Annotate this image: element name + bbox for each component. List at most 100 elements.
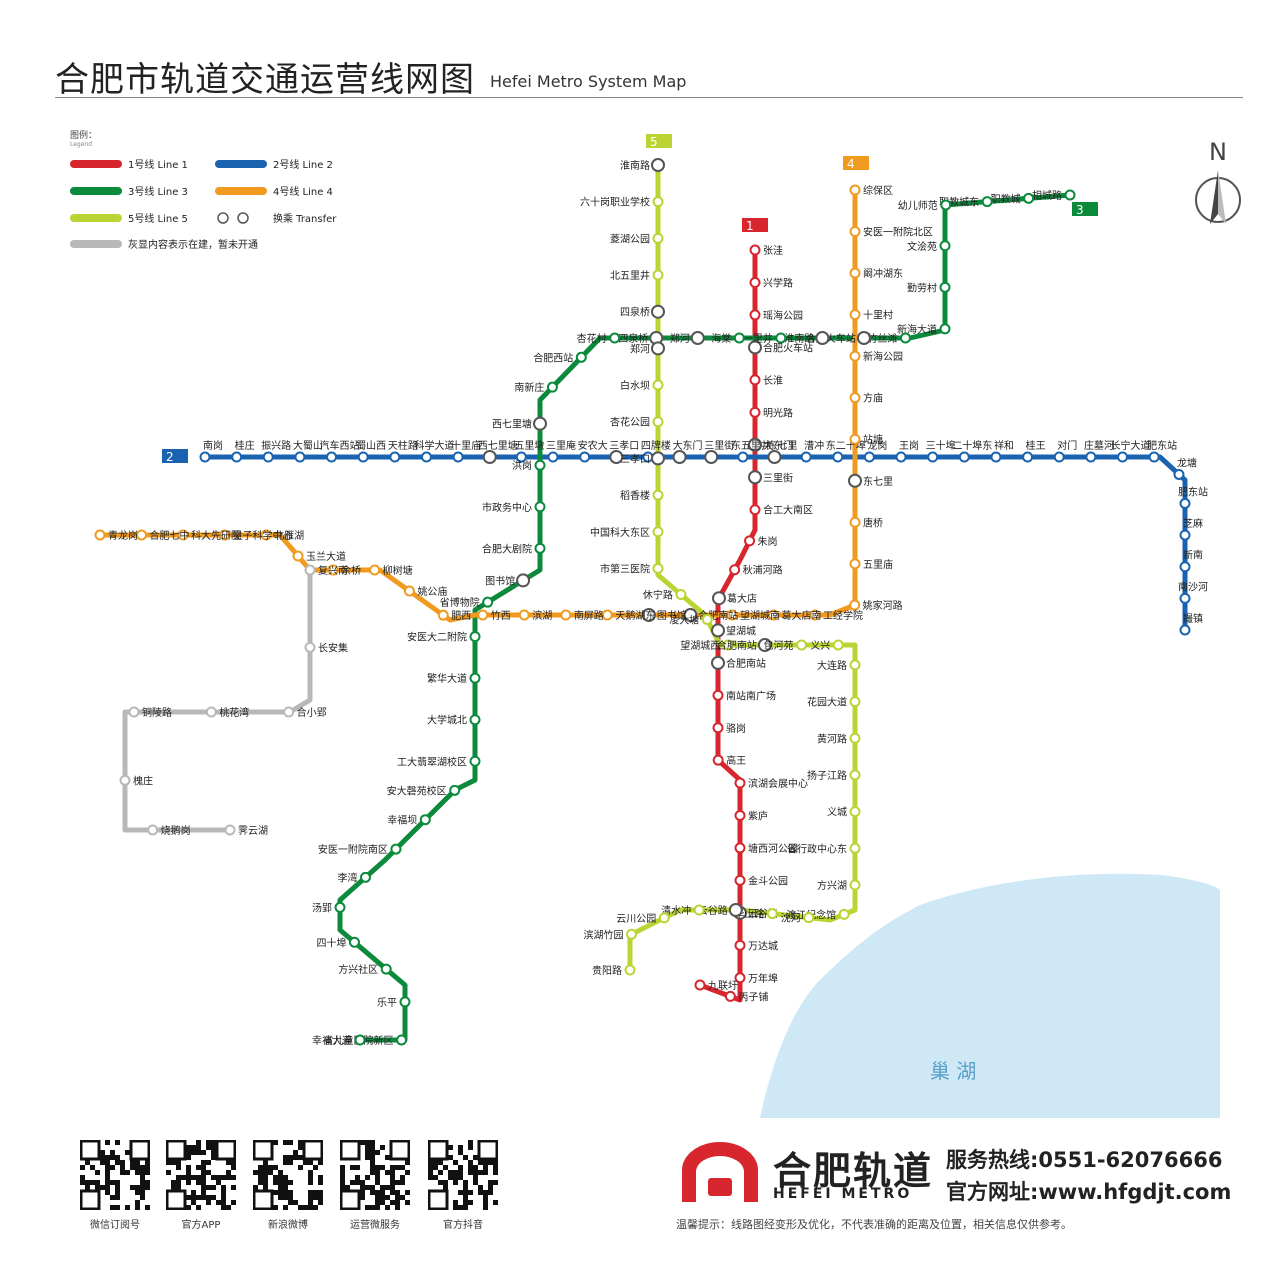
transfer-station-marker[interactable] [748,470,762,485]
station-marker[interactable] [849,769,861,781]
station-marker[interactable] [767,609,779,621]
station-marker[interactable] [260,529,272,541]
station-marker[interactable] [940,199,952,211]
station-marker[interactable] [849,696,861,708]
station-marker[interactable] [849,350,861,362]
station-marker[interactable] [1064,189,1076,201]
station-marker[interactable] [469,714,481,726]
station-marker[interactable] [849,659,861,671]
station-marker[interactable] [734,842,746,854]
station-marker[interactable] [1179,497,1191,509]
station-marker[interactable] [399,996,411,1008]
station-marker[interactable] [733,332,745,344]
station-marker[interactable] [744,535,756,547]
station-marker[interactable] [546,381,558,393]
station-marker[interactable] [652,232,664,244]
station-marker[interactable] [403,585,415,597]
station-marker[interactable] [177,529,189,541]
station-marker[interactable] [326,451,338,463]
station-marker[interactable] [369,564,381,576]
station-marker[interactable] [832,639,844,651]
station-marker[interactable] [534,542,546,554]
station-marker[interactable] [849,226,861,238]
station-marker[interactable] [749,504,761,516]
station-marker[interactable] [749,374,761,386]
transfer-station-marker[interactable] [711,591,726,606]
station-marker[interactable] [939,281,951,293]
station-marker[interactable] [348,936,360,948]
station-marker[interactable] [800,451,812,463]
station-marker[interactable] [849,267,861,279]
station-marker[interactable] [849,558,861,570]
station-marker[interactable] [849,842,861,854]
station-marker[interactable] [534,459,546,471]
station-marker[interactable] [419,814,431,826]
station-marker[interactable] [749,276,761,288]
transfer-station-marker[interactable] [704,450,719,464]
station-marker[interactable] [712,754,724,766]
station-marker[interactable] [262,451,274,463]
station-marker[interactable] [849,516,861,528]
station-marker[interactable] [734,939,746,951]
station-marker[interactable] [724,990,736,1002]
station-marker[interactable] [601,609,613,621]
station-marker[interactable] [327,564,339,576]
station-marker[interactable] [849,806,861,818]
station-marker[interactable] [981,196,993,208]
transfer-station-marker[interactable] [748,437,762,452]
station-marker[interactable] [437,609,449,621]
station-marker[interactable] [219,529,231,541]
station-marker[interactable] [734,874,746,886]
station-marker[interactable] [838,908,850,920]
station-marker[interactable] [1179,592,1191,604]
station-marker[interactable] [722,639,734,651]
station-marker[interactable] [119,774,131,786]
station-marker[interactable] [726,609,738,621]
station-marker[interactable] [749,244,761,256]
station-marker[interactable] [796,639,808,651]
transfer-station-marker[interactable] [767,450,782,464]
station-marker[interactable] [749,406,761,418]
station-marker[interactable] [304,564,316,576]
qr-app[interactable] [165,1139,237,1211]
official-website[interactable]: 官方网址:www.hfgdjt.com [946,1180,1232,1204]
station-marker[interactable] [518,609,530,621]
station-marker[interactable] [609,332,621,344]
station-marker[interactable] [449,784,461,796]
station-marker[interactable] [658,912,670,924]
transfer-station-marker[interactable] [711,623,725,638]
station-marker[interactable] [701,614,713,626]
transfer-station-marker[interactable] [683,608,698,622]
transfer-station-marker[interactable] [516,573,531,588]
station-marker[interactable] [389,451,401,463]
transfer-station-marker[interactable] [641,608,656,622]
station-marker[interactable] [354,1034,366,1046]
station-marker[interactable] [1148,451,1160,463]
station-marker[interactable] [292,550,304,562]
transfer-station-marker[interactable] [815,331,830,345]
station-marker[interactable] [712,722,724,734]
transfer-station-marker[interactable] [856,331,871,345]
station-marker[interactable] [849,309,861,321]
station-marker[interactable] [652,269,664,281]
station-marker[interactable] [652,416,664,428]
transfer-station-marker[interactable] [651,158,665,172]
station-marker[interactable] [1053,451,1065,463]
station-marker[interactable] [958,451,970,463]
station-marker[interactable] [652,489,664,501]
station-marker[interactable] [849,599,861,611]
station-marker[interactable] [1179,529,1191,541]
station-marker[interactable] [775,332,787,344]
station-marker[interactable] [380,963,392,975]
station-marker[interactable] [199,451,211,463]
station-marker[interactable] [849,732,861,744]
station-marker[interactable] [579,451,591,463]
station-marker[interactable] [734,809,746,821]
transfer-station-marker[interactable] [690,331,705,345]
station-marker[interactable] [231,451,243,463]
station-marker[interactable] [1023,192,1035,204]
station-marker[interactable] [712,689,724,701]
station-marker[interactable] [899,332,911,344]
station-marker[interactable] [1117,451,1129,463]
qr-miniprogram[interactable] [339,1139,411,1211]
